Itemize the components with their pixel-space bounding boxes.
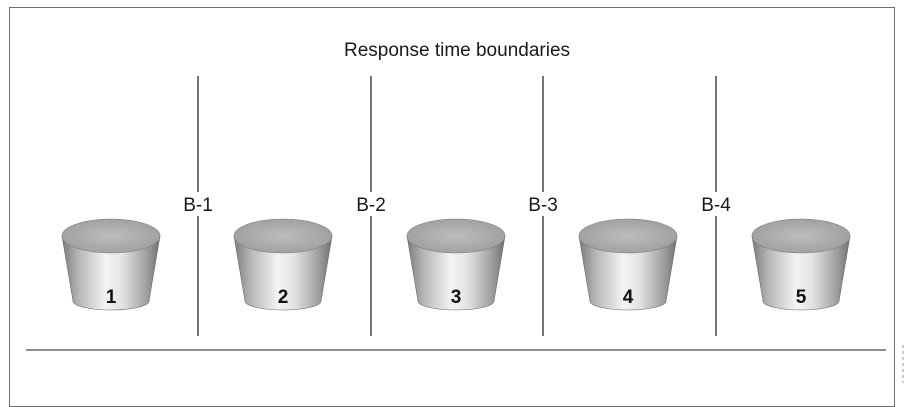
bucket-5: 5 bbox=[751, 218, 851, 311]
bucket-number-1: 1 bbox=[106, 287, 117, 308]
response-time-diagram: Response time boundaries B-1 B-2 B-3 B-4… bbox=[26, 40, 904, 383]
bucket-number-3: 3 bbox=[451, 287, 462, 308]
diagram-frame bbox=[9, 7, 895, 407]
bucket-number-5: 5 bbox=[796, 287, 807, 308]
bucket-1: 1 bbox=[61, 218, 161, 311]
bucket-4: 4 bbox=[578, 218, 678, 311]
bucket-number-2: 2 bbox=[278, 287, 289, 308]
bucket-2: 2 bbox=[233, 218, 333, 311]
bucket-number-4: 4 bbox=[623, 287, 634, 308]
boundary-label-2: B-2 bbox=[356, 195, 386, 216]
bucket-3: 3 bbox=[406, 218, 506, 311]
diagram-title: Response time boundaries bbox=[344, 40, 570, 61]
boundary-label-3: B-3 bbox=[528, 195, 558, 216]
boundary-label-4: B-4 bbox=[701, 195, 731, 216]
boundary-label-1: B-1 bbox=[183, 195, 213, 216]
